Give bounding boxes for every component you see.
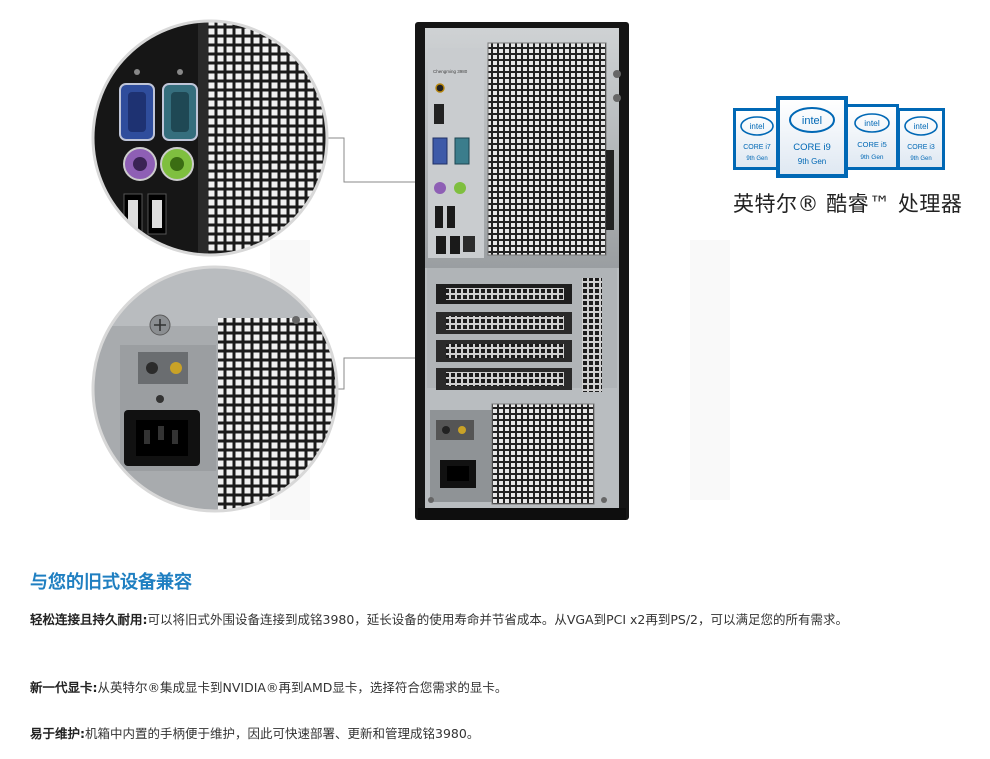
svg-text:CORE i3: CORE i3: [907, 144, 935, 151]
intel-core-i9-badge: intel CORE i9 9th Gen: [776, 96, 848, 178]
svg-text:CORE i7: CORE i7: [743, 144, 771, 151]
svg-text:9th Gen: 9th Gen: [746, 156, 767, 162]
ps2-keyboard-port: [123, 147, 157, 181]
model-label: Chengming 3980: [433, 69, 468, 74]
feature-label: 新一代显卡:: [30, 680, 98, 695]
svg-text:CORE i9: CORE i9: [793, 142, 830, 153]
intel-core-i3-badge: intel CORE i3 9th Gen: [897, 108, 945, 170]
svg-text:9th Gen: 9th Gen: [910, 156, 931, 162]
svg-text:9th Gen: 9th Gen: [860, 154, 884, 161]
intel-core-i7-badge: intel CORE i7 9th Gen: [733, 108, 781, 170]
feature-text: 从英特尔®集成显卡到NVIDIA®再到AMD显卡，选择符合您需求的显卡。: [97, 680, 508, 695]
feature-item-maintenance: 易于维护:机箱中内置的手柄便于维护，因此可快速部署、更新和管理成铭3980。: [30, 723, 860, 745]
svg-text:intel: intel: [750, 122, 765, 131]
feature-text: 可以将旧式外围设备连接到成铭3980，延长设备的使用寿命并节省成本。从VGA到P…: [147, 612, 849, 627]
ps2-mouse-port: [160, 147, 194, 181]
intel-processor-caption: 英特尔® 酷睿™ 处理器: [733, 192, 963, 216]
tower-rear: Chengming 3980: [415, 22, 629, 520]
svg-text:intel: intel: [864, 118, 880, 128]
intel-badges: intel CORE i7 9th Gen intel CORE i5 9th …: [733, 96, 945, 178]
svg-text:intel: intel: [802, 115, 822, 127]
svg-text:CORE i5: CORE i5: [857, 140, 887, 149]
feature-text: 机箱中内置的手柄便于维护，因此可快速部署、更新和管理成铭3980。: [85, 726, 480, 741]
feature-item-connectivity: 轻松连接且持久耐用:可以将旧式外围设备连接到成铭3980，延长设备的使用寿命并节…: [30, 609, 860, 631]
vga-port: [119, 69, 155, 141]
svg-text:9th Gen: 9th Gen: [798, 157, 826, 166]
power-socket: [124, 410, 200, 466]
zoom-io-ports: [91, 19, 329, 257]
feature-item-graphics: 新一代显卡:从英特尔®集成显卡到NVIDIA®再到AMD显卡，选择符合您需求的显…: [30, 677, 860, 699]
svg-text:intel: intel: [914, 122, 929, 131]
feature-label: 轻松连接且持久耐用:: [30, 612, 148, 627]
section-title: 与您的旧式设备兼容: [30, 572, 192, 593]
hero-image: Chengming 3980: [91, 19, 945, 520]
serial-port: [162, 69, 198, 141]
intel-core-i5-badge: intel CORE i5 9th Gen: [845, 104, 899, 170]
feature-label: 易于维护:: [30, 726, 85, 741]
zoom-power-supply: [91, 265, 339, 513]
